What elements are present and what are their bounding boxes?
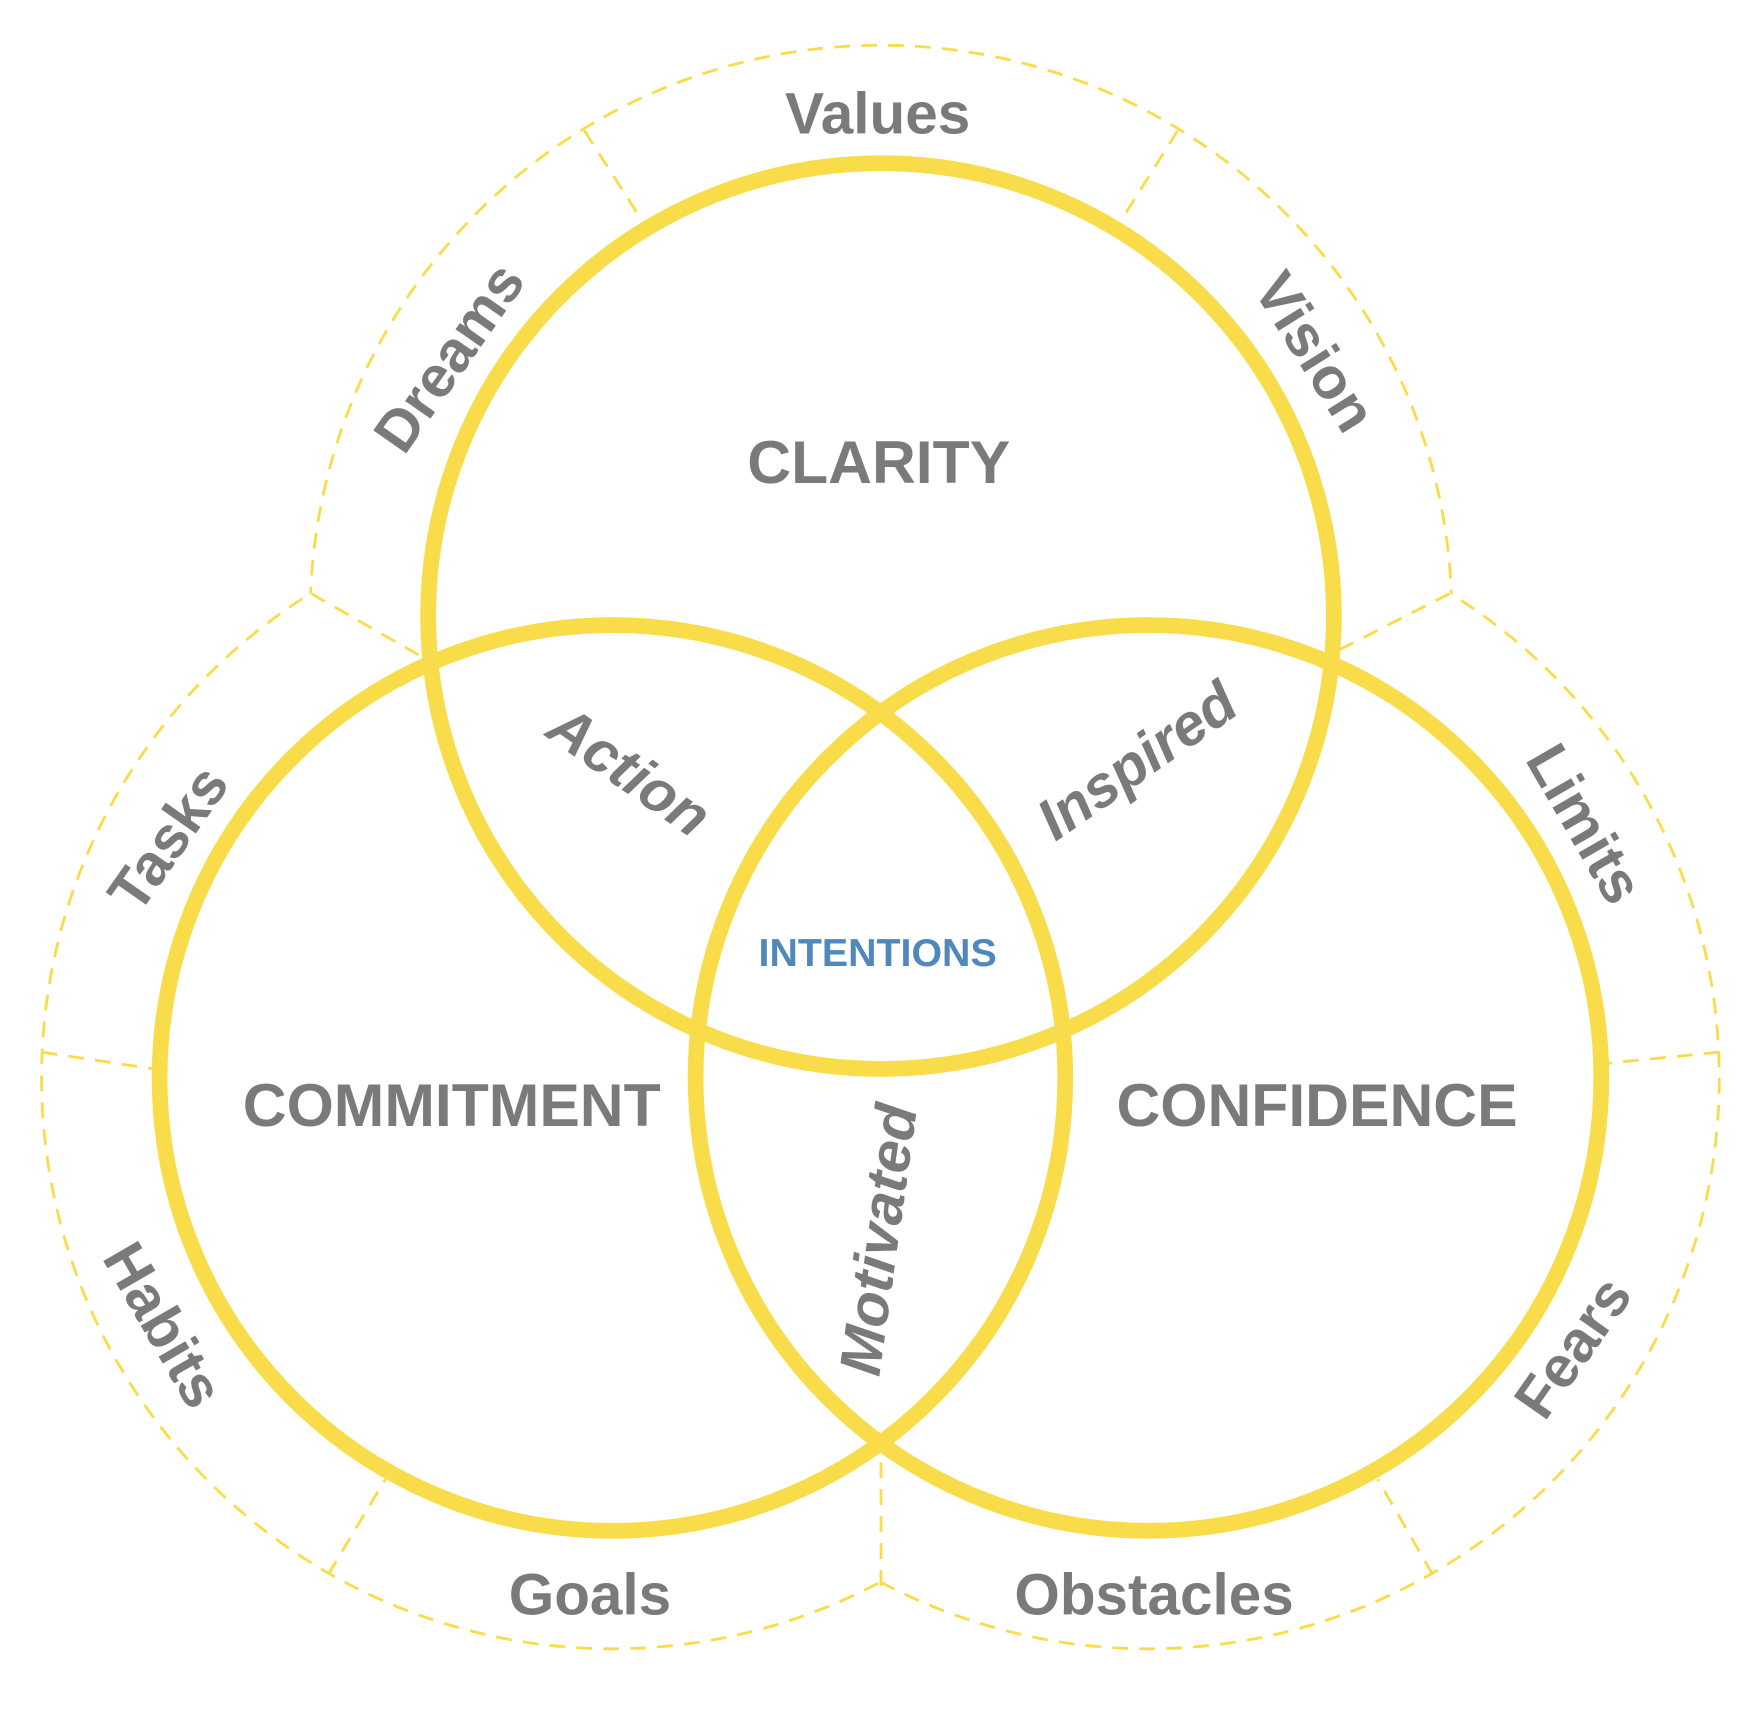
label-motivated: Motivated xyxy=(828,1099,930,1379)
label-vision: Vision xyxy=(1241,261,1388,443)
commitment-circle xyxy=(151,617,1074,1539)
label-inspired: Inspired xyxy=(1025,669,1250,853)
label-limits: Limits xyxy=(1513,733,1655,914)
label-confidence: CONFIDENCE xyxy=(1116,1071,1517,1139)
label-fears: Fears xyxy=(1502,1265,1645,1430)
label-values: Values xyxy=(785,81,970,146)
clarity-circle xyxy=(420,155,1342,1077)
label-obstacles: Obstacles xyxy=(1014,1562,1293,1627)
label-habits: Habits xyxy=(90,1232,236,1419)
label-commitment: COMMITMENT xyxy=(243,1071,661,1139)
confidence-circle xyxy=(687,617,1610,1539)
label-action: Action xyxy=(535,691,723,850)
label-clarity: CLARITY xyxy=(747,428,1010,496)
label-goals: Goals xyxy=(509,1562,671,1627)
label-intentions: INTENTIONS xyxy=(759,931,997,975)
